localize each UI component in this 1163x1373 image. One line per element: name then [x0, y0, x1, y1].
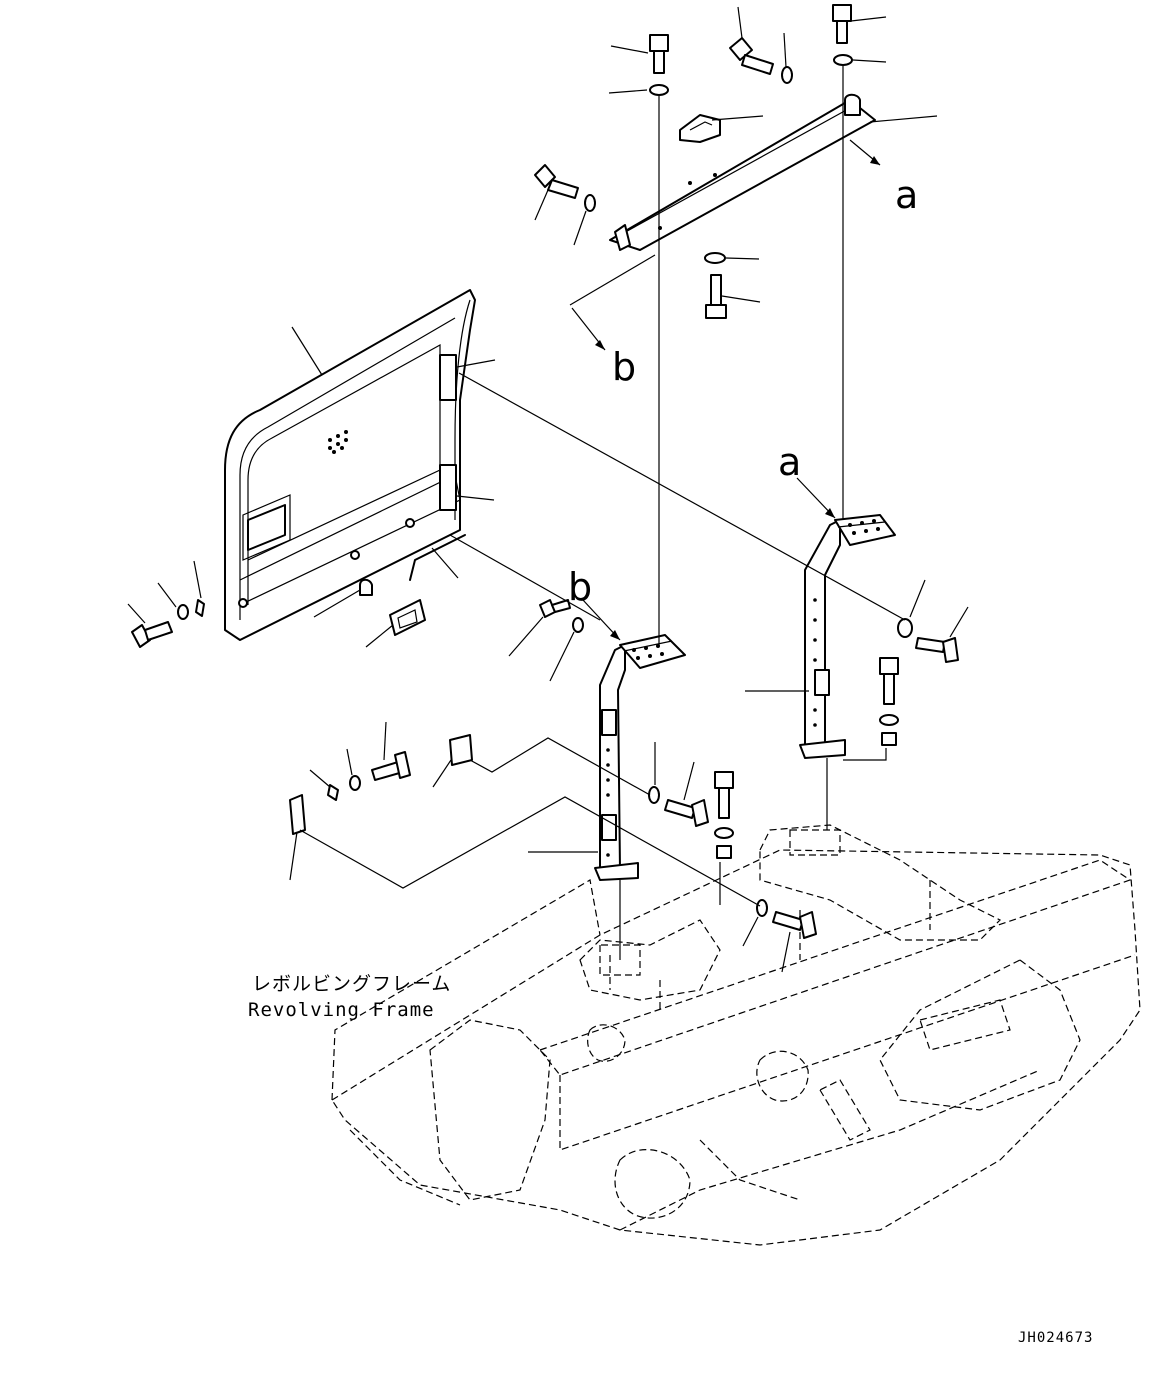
- bolt-top-3: [832, 4, 852, 44]
- fasteners: [131, 4, 959, 939]
- bolt-top-1: [649, 34, 669, 74]
- top-cross-bracket: [609, 93, 876, 251]
- ref-label-b-stay: b: [568, 565, 592, 609]
- ref-label-a-stay: a: [778, 440, 801, 484]
- revolving-frame-label-en: Revolving Frame: [248, 999, 435, 1021]
- stay-right: [799, 514, 896, 759]
- revolving-frame-label-jp: レボルビングフレーム: [252, 973, 451, 995]
- bolt-panel-left: [131, 621, 173, 648]
- bolt-top-2: [729, 37, 774, 75]
- drawing-code: JH024673: [1018, 1330, 1093, 1346]
- arrowheads: [595, 156, 880, 640]
- stay-left: [594, 634, 686, 881]
- bolt-left-bracket: [534, 164, 579, 199]
- side-cover-panel: [224, 289, 476, 641]
- ref-label-a-top: a: [895, 173, 918, 217]
- leader-lines: [127, 6, 969, 973]
- ref-label-b-top: b: [612, 345, 636, 389]
- revolving-frame: [331, 824, 1141, 1246]
